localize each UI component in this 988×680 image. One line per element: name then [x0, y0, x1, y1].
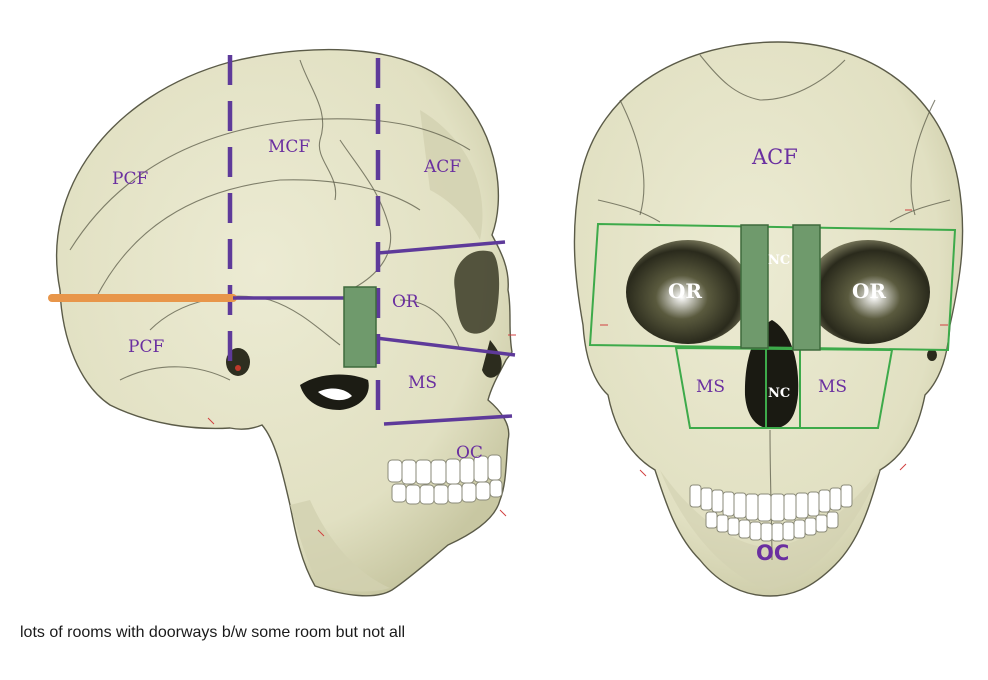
frontal-septum-right — [792, 224, 821, 351]
lateral-or-floor — [375, 336, 516, 357]
frontal-jaw-shade — [660, 470, 880, 590]
frontal-suture-2 — [910, 99, 936, 216]
lateral-skull: PCF MCF ACF OR PCF MS OC — [48, 48, 516, 597]
frontal-skull: ACF OR OR NC MS NC MS OC — [573, 41, 964, 597]
frontal-label-or-right: OR — [852, 279, 886, 303]
frontal-red-marks — [600, 209, 948, 477]
frontal-label-oc: OC — [756, 541, 789, 565]
frontal-orbit-left — [626, 240, 750, 344]
figure-caption: lots of rooms with doorways b/w some roo… — [20, 624, 406, 641]
lateral-teeth-upper — [387, 454, 502, 485]
lateral-label-ms: MS — [408, 373, 437, 393]
lateral-suture-6 — [119, 366, 231, 381]
lateral-suture-3 — [299, 59, 337, 201]
lateral-suture-5 — [149, 295, 341, 346]
lateral-zygomatic-gap-light — [318, 388, 352, 401]
lateral-label-mcf: MCF — [268, 137, 310, 157]
frontal-teeth-upper — [689, 484, 853, 522]
lateral-nasal-notch — [482, 340, 502, 378]
frontal-foramen-right — [927, 349, 937, 361]
lateral-ms-floor — [383, 414, 513, 426]
lateral-ear-mark — [235, 365, 241, 371]
frontal-suture-1 — [619, 99, 645, 216]
frontal-teeth-lower — [705, 511, 839, 542]
frontal-label-ms-right: MS — [818, 377, 847, 397]
frontal-septum-left — [740, 224, 769, 349]
frontal-label-nc-upper: NC — [768, 253, 790, 268]
lateral-green-septum — [343, 286, 377, 368]
lateral-mandible-shade — [290, 500, 390, 592]
lateral-suture-1 — [69, 118, 471, 251]
lateral-skull-outline — [55, 48, 513, 597]
frontal-orbit-right — [806, 240, 930, 344]
lateral-label-or: OR — [392, 292, 420, 312]
frontal-label-acf: ACF — [751, 145, 798, 169]
lateral-label-pcf-upper: PCF — [112, 169, 148, 189]
frontal-suture-3 — [699, 54, 846, 101]
lateral-red-marks — [207, 334, 516, 537]
lateral-teeth-lower — [391, 479, 503, 505]
frontal-label-ms-left: MS — [696, 377, 725, 397]
frontal-label-nc-lower: NC — [768, 386, 790, 401]
lateral-orbit — [454, 250, 500, 334]
lateral-label-oc: OC — [456, 443, 483, 463]
frontal-suture-4 — [597, 199, 661, 223]
lateral-acf-floor — [377, 240, 506, 255]
frontal-orbit-band — [588, 222, 957, 352]
lateral-suture-2 — [94, 179, 421, 301]
lateral-label-pcf-lower: PCF — [128, 337, 164, 357]
frontal-label-or-left: OR — [668, 279, 702, 303]
lateral-cheek-shadow — [420, 110, 483, 240]
frontal-suture-5 — [889, 199, 951, 223]
lateral-label-acf: ACF — [423, 157, 461, 177]
lateral-suture-4 — [339, 139, 392, 291]
lateral-suture-7 — [399, 299, 461, 351]
